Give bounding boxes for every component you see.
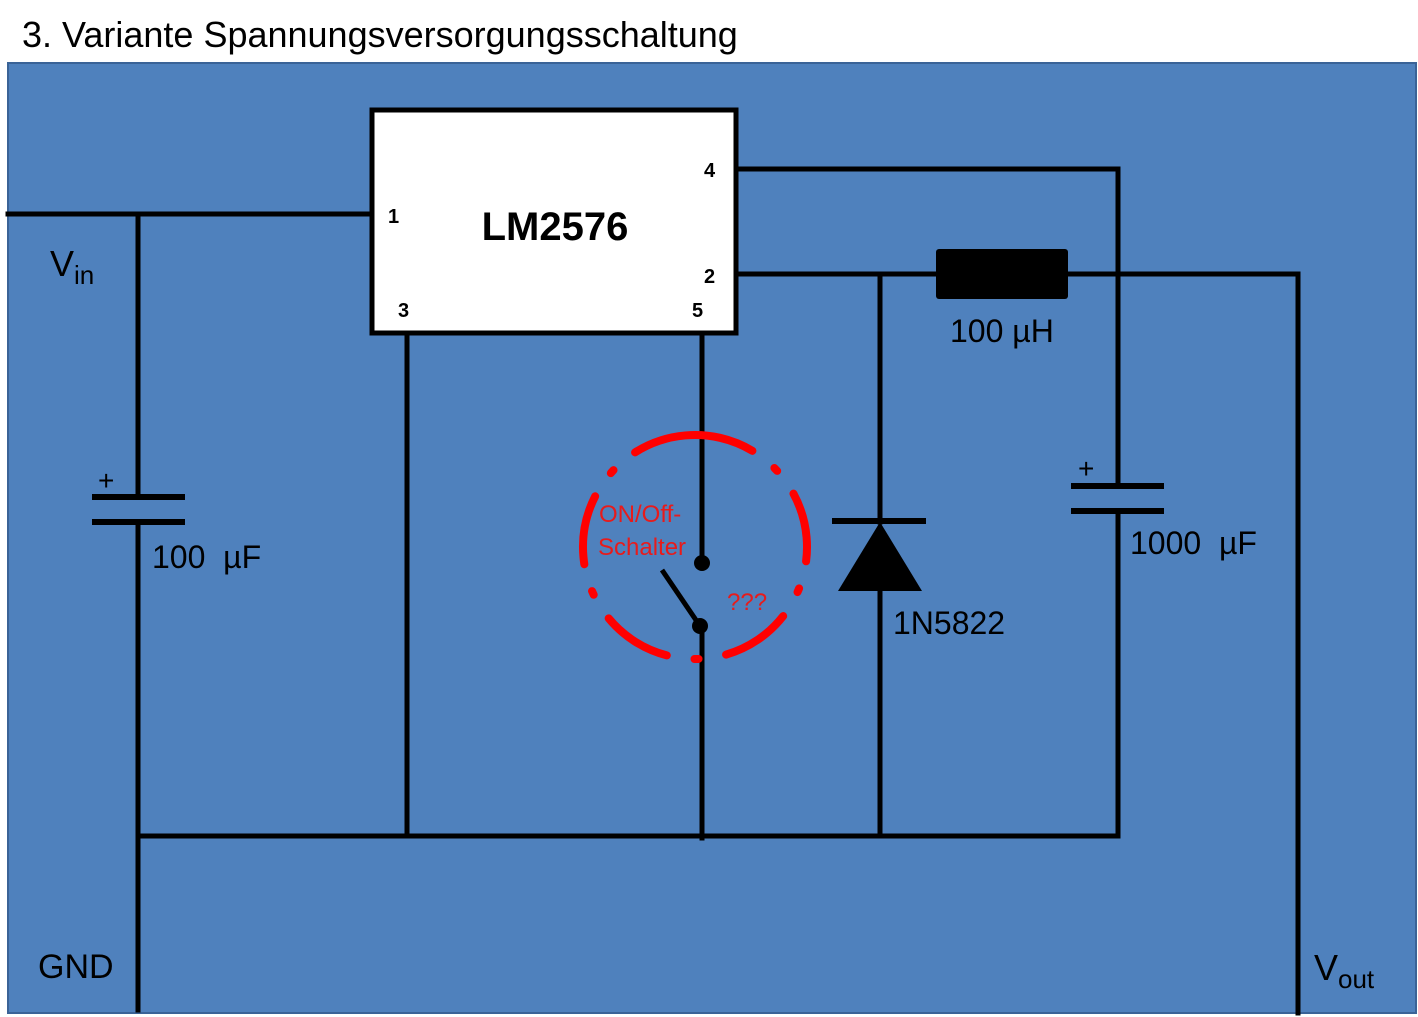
- wires: [5, 166, 1301, 1016]
- inductor: [936, 249, 1068, 299]
- vout-label: Vout: [1314, 947, 1375, 994]
- gnd-label: GND: [38, 948, 114, 986]
- switch-highlight-circle: [579, 431, 811, 663]
- ic-name-label: LM2576: [482, 205, 629, 249]
- input-capacitor: [92, 494, 185, 525]
- ic-pin1-label: 1: [388, 206, 399, 228]
- ic-pin2-label: 2: [704, 266, 715, 288]
- vout-label-main: V: [1314, 947, 1338, 988]
- page-title: 3. Variante Spannungsversorgungsschaltun…: [22, 14, 738, 55]
- lm2576-ic: [369, 107, 739, 336]
- output-capacitor-label: 1000 µF: [1130, 525, 1257, 561]
- switch-label-line1: ON/Off-: [599, 501, 681, 528]
- input-capacitor-label: 100 µF: [152, 539, 261, 575]
- inductor-label: 100 µH: [950, 313, 1054, 349]
- vin-label-sub: in: [74, 260, 94, 290]
- ic-pin3-label: 3: [398, 300, 409, 322]
- ic-pin5-label: 5: [692, 300, 703, 322]
- on-off-switch: [659, 555, 710, 634]
- diode-label: 1N5822: [893, 605, 1005, 641]
- ic-pin4-label: 4: [704, 160, 716, 182]
- output-capacitor: [1071, 483, 1164, 514]
- switch-label-line2: Schalter: [598, 534, 686, 561]
- diode: [832, 518, 926, 591]
- vin-label-main: V: [50, 243, 74, 284]
- vout-label-sub: out: [1338, 964, 1375, 994]
- vin-label: Vin: [50, 243, 94, 290]
- output-capacitor-polarity: +: [1078, 453, 1094, 484]
- switch-question-marks: ???: [727, 589, 767, 616]
- input-capacitor-polarity: +: [98, 465, 114, 496]
